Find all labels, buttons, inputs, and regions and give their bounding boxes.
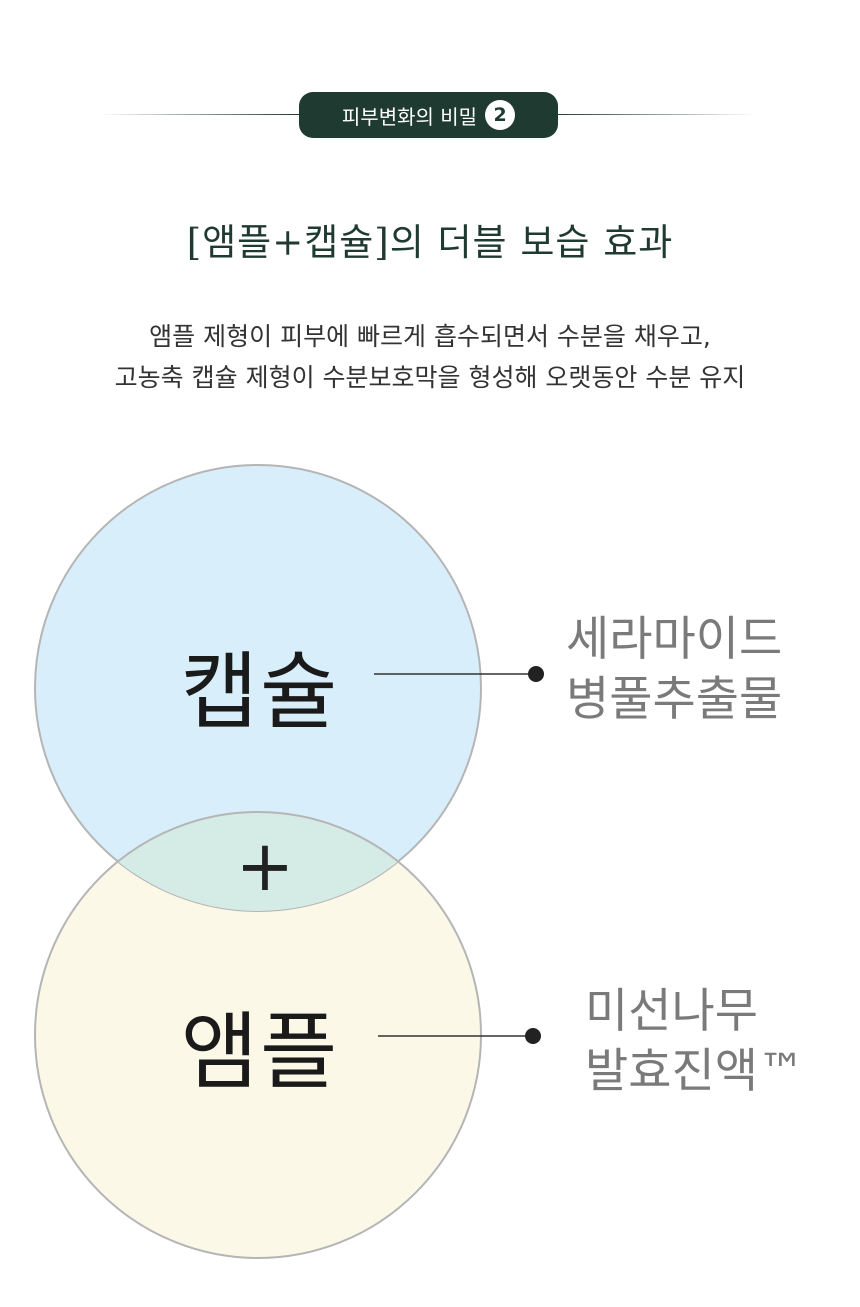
overlap-outline	[35, 811, 481, 911]
description-line-1: 앰플 제형이 피부에 빠르게 흡수되면서 수분을 채우고,	[149, 322, 711, 351]
ampoule-ingredients: 미선나무 발효진액™	[585, 982, 805, 1102]
capsule-label: 캡슐	[180, 643, 340, 741]
capsule-ingredients: 세라마이드 병풀추출물	[566, 610, 782, 730]
divider-line-right	[555, 114, 755, 115]
capsule-ingredient-1: 세라마이드	[566, 612, 783, 667]
venn-diagram	[34, 464, 544, 1259]
plus-sign: +	[235, 825, 295, 907]
section-badge: 피부변화의 비밀 2	[299, 92, 558, 138]
ampoule-ingredient-1: 미선나무	[585, 984, 758, 1039]
badge-label: 피부변화의 비밀	[341, 104, 478, 129]
description-line-2: 고농축 캡슐 제형이 수분보호막을 형성해 오랫동안 수분 유지	[114, 363, 746, 392]
capsule-ingredient-2: 병풀추출물	[566, 672, 783, 727]
ampoule-connector-dot	[525, 1028, 541, 1044]
description: 앰플 제형이 피부에 빠르게 흡수되면서 수분을 채우고, 고농축 캡슐 제형이…	[0, 316, 860, 398]
ampoule-ingredient-2: 발효진액™	[585, 1044, 805, 1099]
section-badge-row: 피부변화의 비밀 2	[0, 92, 860, 138]
headline: [앰플+캡슐]의 더블 보습 효과	[186, 221, 674, 264]
ampoule-label: 앰플	[180, 1003, 340, 1101]
badge-number: 2	[485, 100, 516, 130]
capsule-connector-dot	[528, 666, 544, 682]
divider-line-left	[100, 114, 300, 115]
